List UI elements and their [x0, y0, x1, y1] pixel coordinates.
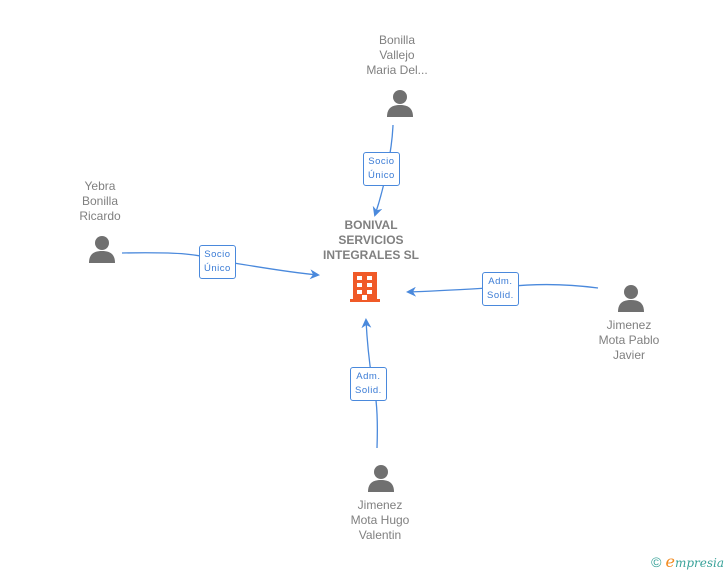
- brand-initial: e: [665, 552, 675, 571]
- company-name[interactable]: BONIVAL SERVICIOS INTEGRALES SL: [306, 218, 436, 263]
- building-icon[interactable]: [348, 270, 382, 304]
- person-name-line: Jimenez: [357, 498, 403, 512]
- relation-label-line: Único: [204, 263, 231, 274]
- person-name-line: Valentin: [358, 528, 402, 542]
- person-name-line: Bonilla: [378, 33, 416, 47]
- company-name-line: SERVICIOS: [338, 233, 404, 247]
- person-name-right[interactable]: Jimenez Mota Pablo Javier: [574, 318, 684, 363]
- person-name-line: Mota Pablo: [598, 333, 660, 347]
- person-name-line: Javier: [612, 348, 645, 362]
- company-name-line: BONIVAL: [344, 218, 398, 232]
- person-name-line: Mota Hugo: [350, 513, 410, 527]
- relation-label-bottom: Adm. Solid.: [350, 367, 387, 401]
- relation-label-line: Adm.: [356, 371, 381, 382]
- relation-label-top: Socio Único: [363, 152, 400, 186]
- relation-label-left: Socio Único: [199, 245, 236, 279]
- relation-label-line: Único: [368, 170, 395, 181]
- copyright-icon: ©: [651, 554, 662, 570]
- relation-label-line: Solid.: [355, 385, 382, 396]
- brand-logo[interactable]: ©empresia: [651, 552, 724, 571]
- person-name-line: Bonilla: [81, 194, 119, 208]
- relation-label-line: Socio: [368, 156, 395, 167]
- relation-label-line: Solid.: [487, 290, 514, 301]
- person-icon[interactable]: [87, 234, 117, 264]
- person-name-line: Ricardo: [79, 209, 121, 223]
- person-name-line: Vallejo: [379, 48, 415, 62]
- person-icon[interactable]: [616, 283, 646, 313]
- person-name-bottom[interactable]: Jimenez Mota Hugo Valentin: [325, 498, 435, 543]
- person-name-left[interactable]: Yebra Bonilla Ricardo: [45, 179, 155, 224]
- person-name-line: Yebra: [84, 179, 116, 193]
- relation-label-line: Adm.: [488, 276, 513, 287]
- relation-label-line: Socio: [204, 249, 231, 260]
- person-name-line: Jimenez: [606, 318, 652, 332]
- person-icon[interactable]: [385, 88, 415, 118]
- brand-name: mpresia: [674, 556, 724, 570]
- company-name-line: INTEGRALES SL: [322, 248, 419, 262]
- person-icon[interactable]: [366, 463, 396, 493]
- person-name-line: Maria Del...: [366, 63, 428, 77]
- person-name-top[interactable]: Bonilla Vallejo Maria Del...: [342, 33, 452, 78]
- relation-label-right: Adm. Solid.: [482, 272, 519, 306]
